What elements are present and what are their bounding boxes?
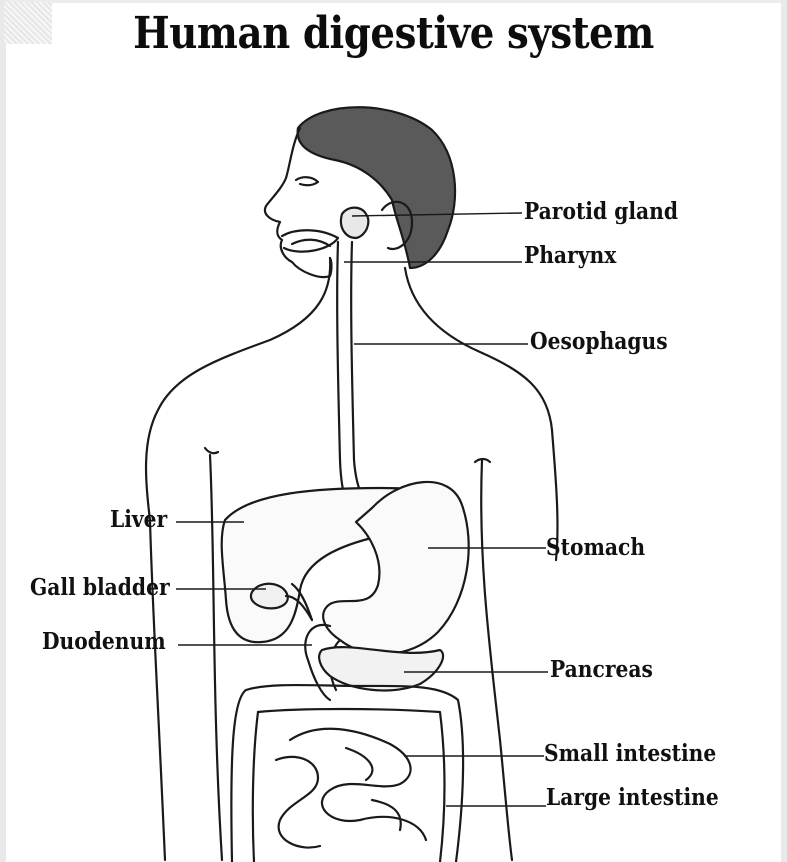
large-intestine-inner-left <box>251 710 260 862</box>
label-pharynx: Pharynx <box>524 242 617 269</box>
label-oesophagus: Oesophagus <box>530 328 668 355</box>
diagram-title: Human digestive system <box>133 8 654 59</box>
label-pancreas: Pancreas <box>550 656 653 683</box>
small-intestine-coils-2 <box>274 755 322 849</box>
label-liver: Liver <box>110 506 168 533</box>
label-parotid-gland: Parotid gland <box>524 198 679 225</box>
left-arm-line <box>148 518 167 862</box>
label-gall-bladder: Gall bladder <box>30 574 170 601</box>
label-large-intestine: Large intestine <box>546 784 719 811</box>
scan-noise-patch <box>4 2 52 44</box>
parotid-gland-shape <box>339 206 370 240</box>
face-profile <box>263 126 333 279</box>
right-waist <box>480 458 514 862</box>
mouth-cavity <box>280 229 340 253</box>
bile-duct-2 <box>290 582 314 622</box>
body-outline-right <box>403 266 559 562</box>
frame-left-edge <box>0 0 6 862</box>
frame-top-edge <box>0 0 787 3</box>
leader-parotid-gland <box>351 212 523 217</box>
right-armpit <box>473 457 492 464</box>
pancreas-shape <box>318 646 445 692</box>
label-small-intestine: Small intestine <box>544 740 717 767</box>
hair <box>296 106 457 270</box>
left-armpit <box>203 446 220 455</box>
oesophagus-right-wall <box>350 240 374 510</box>
ear <box>380 200 414 251</box>
large-intestine-outer <box>244 683 465 862</box>
body-outline <box>144 256 332 522</box>
label-stomach: Stomach <box>546 534 646 561</box>
eye <box>294 176 320 187</box>
frame-right-edge <box>781 0 787 862</box>
left-waist <box>208 453 224 862</box>
large-intestine-outer-left <box>230 688 248 862</box>
label-duodenum: Duodenum <box>42 628 166 655</box>
small-intestine-coils-3 <box>344 746 402 832</box>
small-intestine-coils <box>288 727 428 842</box>
tongue <box>290 238 332 248</box>
gall-bladder-shape <box>249 582 289 610</box>
large-intestine-inner <box>256 707 446 862</box>
